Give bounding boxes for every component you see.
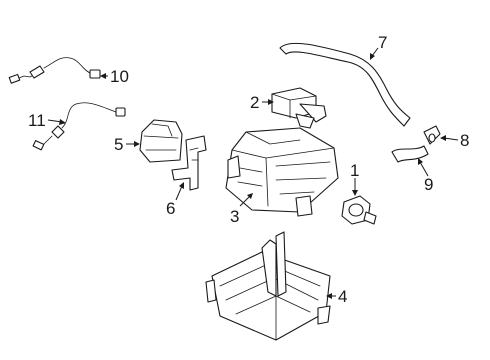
leader-lines <box>47 47 459 299</box>
callout-5: 5 <box>114 135 123 154</box>
mounting-bracket[interactable] <box>171 135 207 191</box>
callout-6: 6 <box>166 199 175 218</box>
hose-connector[interactable] <box>423 125 441 145</box>
callout-labels: 10 11 2 5 6 3 1 7 8 9 4 <box>28 33 469 306</box>
callout-8: 8 <box>460 131 469 150</box>
oxygen-sensor-lower[interactable] <box>32 102 126 151</box>
callout-9: 9 <box>424 175 433 194</box>
purge-valve[interactable] <box>271 87 327 129</box>
vapor-hose-short[interactable] <box>391 145 429 163</box>
callout-2: 2 <box>250 93 259 112</box>
purge-module[interactable] <box>139 119 183 163</box>
callout-10: 10 <box>110 67 129 86</box>
vapor-hose-long[interactable] <box>279 42 411 127</box>
callout-1: 1 <box>350 161 359 180</box>
callout-7: 7 <box>378 33 387 52</box>
callout-3: 3 <box>230 207 239 226</box>
charcoal-canister[interactable] <box>225 127 339 217</box>
callout-4: 4 <box>338 287 347 306</box>
leak-check-valve[interactable] <box>341 195 377 225</box>
callout-11: 11 <box>28 111 46 130</box>
canister-tray[interactable] <box>205 231 331 341</box>
oxygen-sensor-upper[interactable] <box>8 57 101 84</box>
